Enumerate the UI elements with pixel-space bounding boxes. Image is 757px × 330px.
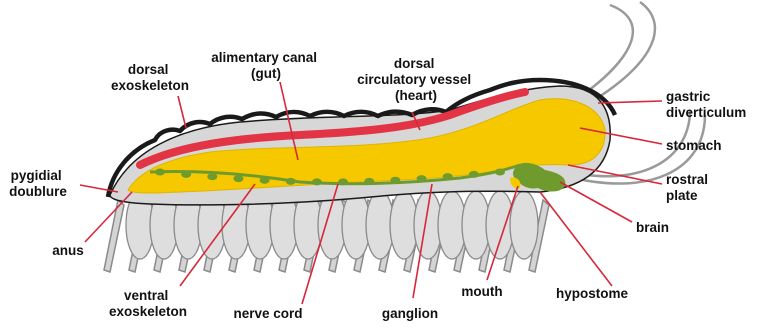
ganglion-node	[443, 173, 453, 180]
ganglion-node	[495, 169, 505, 176]
label-dorsal-circulatory-vessel: dorsal circulatory vessel (heart)	[357, 56, 475, 103]
limb-lobe	[510, 191, 538, 259]
label-alimentary-canal: alimentary canal (gut)	[211, 50, 321, 81]
label-nerve-cord: nerve cord	[233, 306, 302, 321]
ganglion-node	[233, 175, 243, 182]
label-mouth: mouth	[461, 284, 502, 299]
label-ventral-exoskeleton: ventral exoskeleton	[109, 288, 187, 319]
ganglion-node	[364, 178, 374, 185]
ganglion-node	[312, 178, 322, 185]
ganglion-node	[469, 171, 479, 178]
ganglion-node	[286, 178, 296, 185]
ganglion-node	[417, 175, 427, 182]
ganglion-node	[390, 177, 400, 184]
label-ganglion: ganglion	[382, 306, 438, 321]
label-rostral-plate: rostral plate	[666, 172, 712, 203]
label-gastric-diverticulum: gastric diverticulum	[666, 89, 746, 120]
label-anus: anus	[52, 243, 84, 258]
ganglion-node	[260, 177, 270, 184]
label-stomach: stomach	[666, 138, 722, 153]
ganglion-node	[181, 171, 191, 178]
ganglion-node	[338, 178, 348, 185]
ganglion-node	[207, 173, 217, 180]
label-dorsal-exoskeleton: dorsal exoskeleton	[111, 62, 189, 93]
label-pygidial-doublure: pygidial doublure	[9, 168, 67, 199]
ganglion-node	[155, 169, 165, 176]
label-brain: brain	[636, 220, 669, 235]
label-hypostome: hypostome	[556, 286, 629, 301]
